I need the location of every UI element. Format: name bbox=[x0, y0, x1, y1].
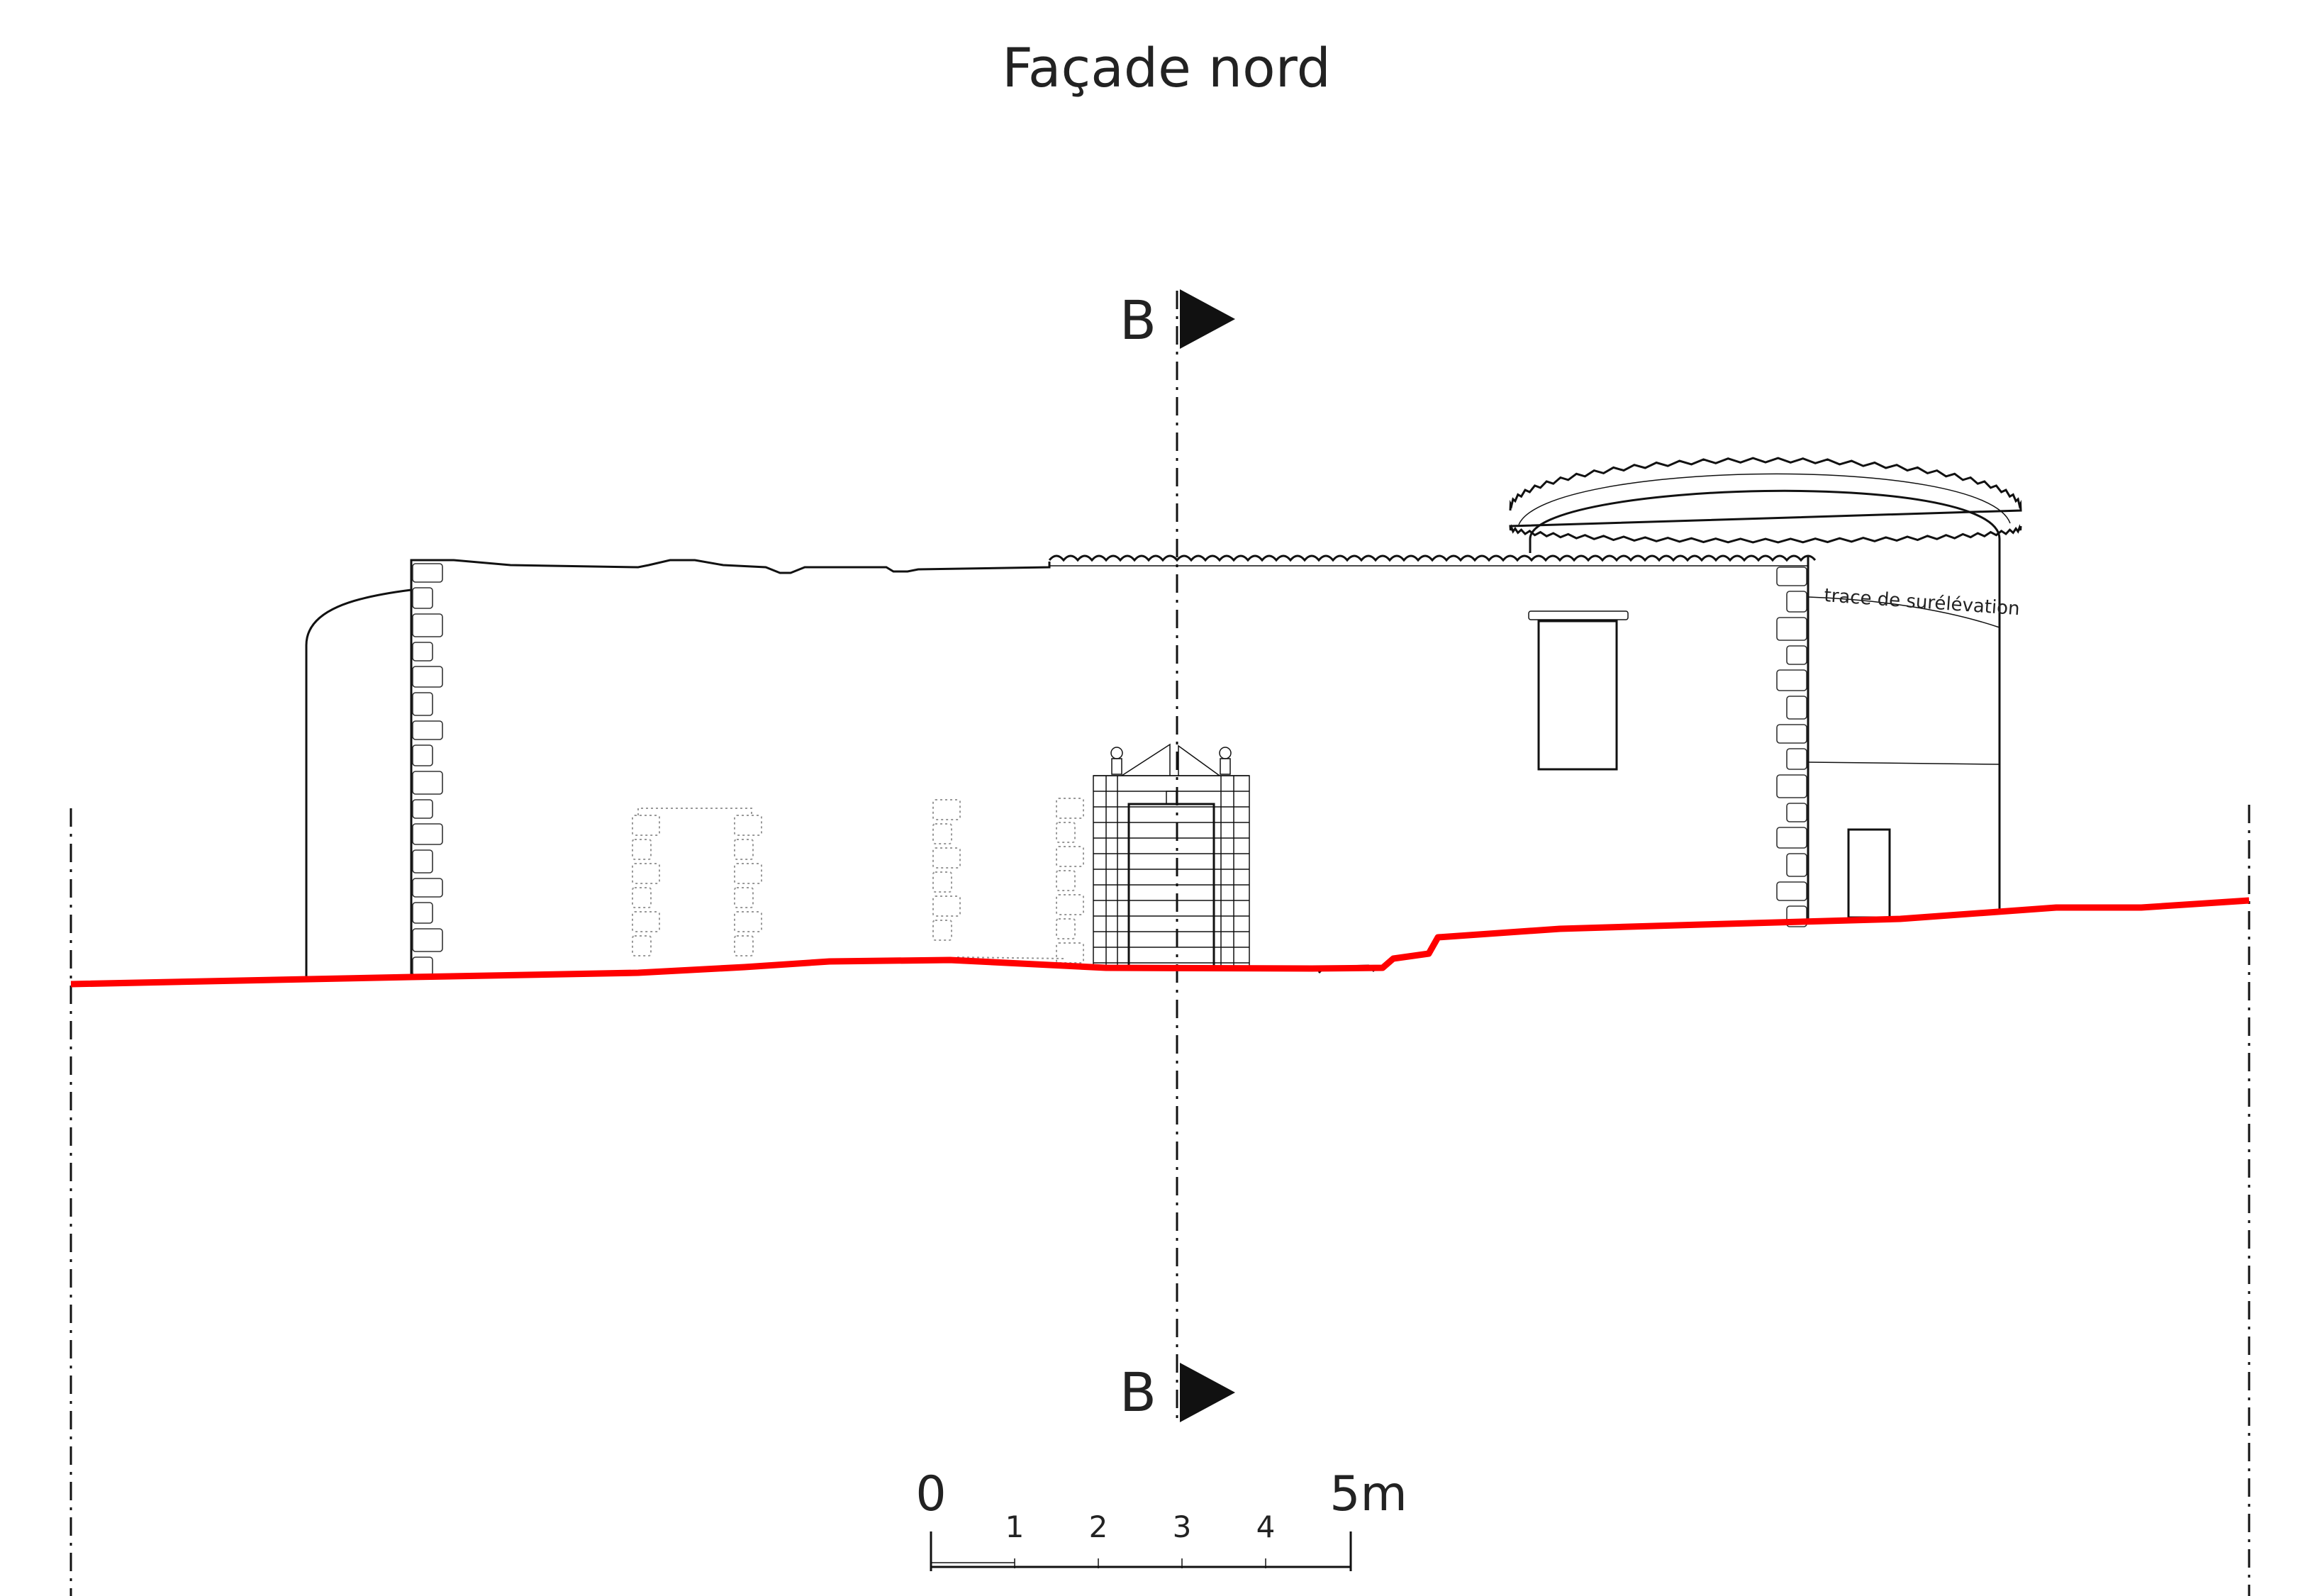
quoin-stone bbox=[412, 613, 443, 637]
left-round-buttress bbox=[305, 560, 413, 977]
hidden-stone bbox=[734, 839, 754, 860]
quoin-stone bbox=[1776, 724, 1807, 744]
hidden-stone bbox=[1056, 918, 1076, 939]
hidden-lintel bbox=[637, 808, 752, 815]
quoin-stone bbox=[1776, 617, 1807, 641]
hidden-stone bbox=[1056, 870, 1076, 891]
scale-label-3: 3 bbox=[1173, 1509, 1192, 1544]
right-quoins bbox=[1776, 567, 1807, 927]
drawing-title: Façade nord bbox=[1002, 36, 1331, 99]
scale-label-start: 0 bbox=[915, 1466, 946, 1522]
scale-bar: 0 5m 1 2 3 4 bbox=[915, 1466, 1407, 1571]
scale-label-2: 2 bbox=[1089, 1509, 1108, 1544]
roof-tile-edge bbox=[1048, 554, 1817, 562]
elevation-trace-line bbox=[1807, 596, 2000, 628]
tower-crown-inner bbox=[1518, 473, 2011, 525]
quoin-stone bbox=[1776, 881, 1807, 901]
hidden-stone bbox=[1056, 894, 1084, 915]
hidden-stone bbox=[632, 935, 652, 956]
ground-line bbox=[70, 897, 2250, 988]
door-opening bbox=[1127, 803, 1215, 971]
hidden-stone bbox=[734, 911, 762, 932]
left-wing bbox=[305, 559, 1051, 977]
quoin-stone bbox=[412, 563, 443, 583]
quoin-stone bbox=[412, 799, 433, 819]
quoin-stone bbox=[1776, 669, 1807, 691]
quoin-stone bbox=[1786, 696, 1807, 720]
left-quoins bbox=[412, 563, 443, 976]
section-arrow-bottom bbox=[1180, 1363, 1235, 1422]
quoin-stone bbox=[412, 956, 433, 976]
hidden-stone bbox=[632, 839, 652, 860]
quoin-stone bbox=[1786, 591, 1807, 613]
keystone bbox=[1166, 791, 1177, 805]
hidden-stone bbox=[632, 815, 660, 836]
hidden-stone bbox=[1056, 942, 1084, 964]
hidden-stone bbox=[734, 815, 762, 836]
hidden-stone bbox=[734, 863, 762, 884]
quoin-stone bbox=[412, 849, 433, 874]
hidden-stone bbox=[1056, 822, 1076, 843]
main-wall-top-left bbox=[410, 559, 1051, 977]
quoin-stone bbox=[412, 587, 433, 609]
hidden-stone bbox=[632, 863, 660, 884]
quoin-stone bbox=[1776, 567, 1807, 586]
hidden-stone bbox=[932, 871, 952, 893]
hidden-stone bbox=[632, 887, 652, 908]
tower-body bbox=[1529, 489, 2001, 909]
hidden-stone bbox=[632, 911, 660, 932]
hidden-stone bbox=[932, 799, 961, 820]
quoin-stone bbox=[412, 928, 443, 952]
quoin-stone bbox=[1786, 748, 1807, 770]
quoin-stone bbox=[1786, 645, 1807, 665]
quoin-stone bbox=[1786, 853, 1807, 877]
finial-right-base bbox=[1220, 758, 1231, 775]
hidden-stone bbox=[734, 935, 754, 956]
quoin-stone bbox=[412, 692, 433, 716]
quoin-stone bbox=[1776, 774, 1807, 798]
hidden-openings bbox=[632, 798, 1084, 964]
hidden-stone bbox=[1056, 798, 1084, 819]
quoin-stone bbox=[412, 744, 433, 766]
finial-right bbox=[1219, 747, 1232, 759]
scale-label-end: 5m bbox=[1329, 1466, 1407, 1522]
quoin-stone bbox=[412, 666, 443, 688]
window-lintel bbox=[1528, 610, 1629, 620]
hidden-stone bbox=[932, 847, 961, 869]
section-label-bottom: B bbox=[1120, 1361, 1156, 1424]
finial-left-base bbox=[1111, 758, 1122, 775]
hidden-stone bbox=[734, 887, 754, 908]
scale-label-4: 4 bbox=[1256, 1509, 1276, 1544]
section-label-top: B bbox=[1120, 289, 1156, 352]
quoin-stone bbox=[412, 823, 443, 845]
quoin-stone bbox=[1786, 803, 1807, 822]
elevation-trace-label: trace de surélévation bbox=[1824, 585, 2021, 620]
upper-window bbox=[1537, 620, 1618, 771]
quoin-stone bbox=[412, 720, 443, 740]
hidden-stone bbox=[932, 920, 952, 941]
quoin-stone bbox=[412, 878, 443, 898]
hidden-stone bbox=[932, 823, 952, 844]
section-arrow-top bbox=[1180, 289, 1235, 349]
scale-label-1: 1 bbox=[1005, 1509, 1025, 1544]
round-tower: trace de surélévation bbox=[1509, 457, 2022, 919]
quoin-stone bbox=[412, 771, 443, 795]
hidden-stone bbox=[1056, 846, 1084, 867]
tower-crown-outer bbox=[1509, 457, 2022, 544]
quoin-stone bbox=[412, 902, 433, 924]
quoin-stone bbox=[1776, 827, 1807, 849]
tower-level-line bbox=[1807, 761, 2000, 765]
tower-door bbox=[1847, 828, 1891, 919]
finial-left bbox=[1110, 747, 1123, 759]
door-frame-masonry bbox=[1093, 775, 1249, 967]
hidden-stone bbox=[932, 895, 961, 917]
door-pediment bbox=[1121, 743, 1220, 776]
quoin-stone bbox=[412, 642, 433, 662]
main-doorway bbox=[1093, 743, 1250, 971]
